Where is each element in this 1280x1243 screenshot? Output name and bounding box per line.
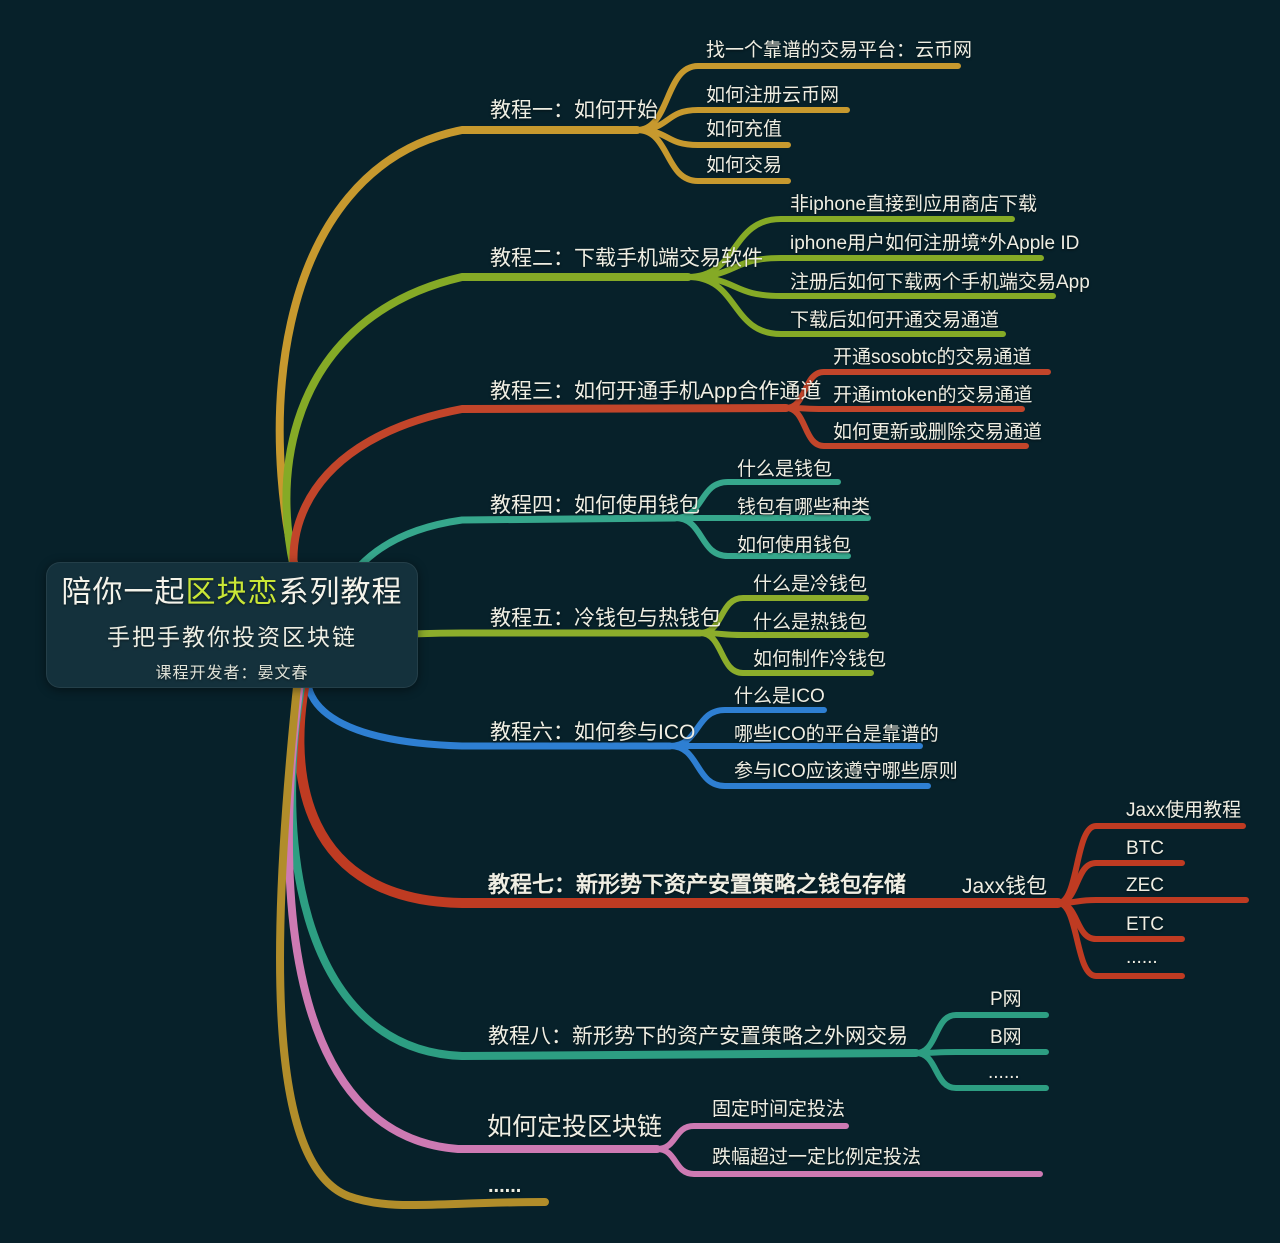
- child-topic-label[interactable]: 如何充值: [706, 119, 783, 140]
- child-topic-label[interactable]: 如何交易: [706, 155, 783, 176]
- child-topic-label[interactable]: Jaxx使用教程: [1126, 800, 1242, 821]
- child-topic-label[interactable]: 哪些ICO的平台是靠谱的: [734, 724, 939, 745]
- branch-curve: [672, 515, 851, 559]
- child-topic-label[interactable]: 开通imtoken的交易通道: [833, 385, 1033, 406]
- branch-topic-label[interactable]: 教程三：如何开通手机App合作通道: [490, 380, 822, 403]
- child-topic-label[interactable]: 下载后如何开通交易通道: [790, 310, 1000, 331]
- branch-topic-label[interactable]: 教程六：如何参与ICO: [490, 721, 696, 744]
- child-topic-label[interactable]: P网: [990, 989, 1022, 1010]
- child-topic-label[interactable]: B网: [990, 1027, 1022, 1048]
- child-topic-label[interactable]: 非iphone直接到应用商店下载: [790, 194, 1038, 215]
- child-topic-label[interactable]: 什么是热钱包: [753, 612, 868, 633]
- child-topic-label[interactable]: 钱包有哪些种类: [737, 497, 871, 518]
- mid-topic-label[interactable]: Jaxx钱包: [962, 875, 1048, 898]
- child-topic-label[interactable]: 什么是钱包: [737, 459, 833, 480]
- child-topic-label[interactable]: iphone用户如何注册境*外Apple ID: [790, 233, 1080, 254]
- child-topic-label[interactable]: 如何注册云币网: [706, 85, 840, 106]
- branch-topic-label[interactable]: 教程七：新形势下资产安置策略之钱包存储: [488, 872, 907, 897]
- child-topic-label[interactable]: 开通sosobtc的交易通道: [833, 347, 1032, 368]
- child-topic-label[interactable]: ......: [1126, 947, 1158, 968]
- child-topic-label[interactable]: 参与ICO应该遵守哪些原则: [734, 761, 958, 782]
- branch-topic-label[interactable]: 教程八：新形势下的资产安置策略之外网交易: [488, 1025, 908, 1048]
- central-title-suffix: 系列教程: [278, 576, 403, 609]
- branch-curve: [276, 654, 549, 1210]
- child-topic-label[interactable]: 固定时间定投法: [712, 1099, 846, 1120]
- child-topic-label[interactable]: ......: [988, 1062, 1020, 1083]
- central-title: 陪你一起区块恋系列教程: [62, 567, 403, 611]
- child-topic-label[interactable]: 什么是冷钱包: [753, 574, 868, 595]
- branch-topic-label[interactable]: ......: [488, 1175, 522, 1197]
- child-topic-label[interactable]: ETC: [1126, 914, 1164, 935]
- central-topic[interactable]: 陪你一起区块恋系列教程 手把手教你投资区块链 课程开发者：晏文春: [46, 562, 418, 688]
- branch-topic-label[interactable]: 如何定投区块链: [487, 1113, 663, 1141]
- branch-curve: [1055, 900, 1185, 979]
- central-title-prefix: 陪你一起: [61, 576, 186, 609]
- child-topic-label[interactable]: 如何制作冷钱包: [753, 649, 887, 670]
- central-title-highlight: 区块恋: [185, 576, 279, 609]
- central-subtitle: 手把手教你投资区块链: [107, 624, 357, 650]
- branch-curve: [697, 630, 874, 676]
- branch-topic-label[interactable]: 教程五：冷钱包与热钱包: [490, 607, 721, 630]
- branch-curve: [667, 743, 931, 789]
- child-topic-label[interactable]: 找一个靠谱的交易平台：云币网: [706, 40, 973, 61]
- branch-topic-label[interactable]: 教程一：如何开始: [490, 99, 658, 122]
- child-topic-label[interactable]: 跌幅超过一定比例定投法: [712, 1147, 922, 1168]
- branch-curve: [654, 1146, 1043, 1177]
- branch-curve: [685, 274, 1006, 337]
- child-topic-label[interactable]: BTC: [1126, 838, 1164, 859]
- branch-topic-label[interactable]: 教程四：如何使用钱包: [490, 494, 700, 517]
- child-topic-label[interactable]: 注册后如何下载两个手机端交易App: [790, 272, 1090, 293]
- branch-curve: [783, 405, 1029, 449]
- branch-curve: [913, 1050, 1049, 1091]
- child-topic-label[interactable]: ZEC: [1126, 875, 1164, 896]
- branch-curve: [634, 127, 791, 184]
- child-topic-label[interactable]: 什么是ICO: [734, 686, 825, 707]
- child-topic-label[interactable]: 如何使用钱包: [737, 535, 852, 556]
- child-topic-label[interactable]: 如何更新或删除交易通道: [833, 422, 1043, 443]
- branch-topic-label[interactable]: 教程二：下载手机端交易软件: [490, 247, 763, 270]
- central-author: 课程开发者：晏文春: [155, 665, 309, 682]
